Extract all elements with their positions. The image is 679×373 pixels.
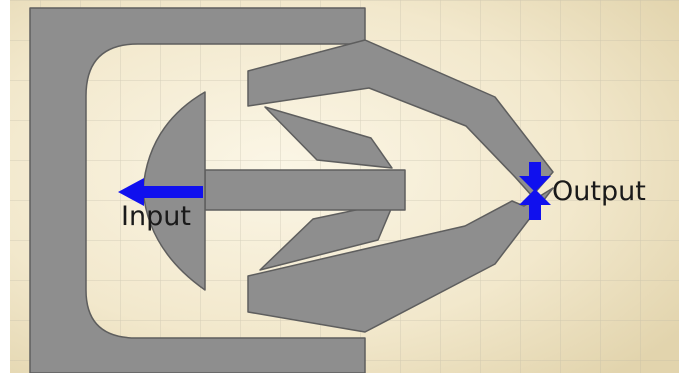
input-arrow bbox=[118, 178, 203, 206]
upper-arm bbox=[247, 39, 554, 197]
output-label: Output bbox=[552, 176, 646, 207]
left-margin bbox=[0, 0, 10, 373]
input-label: Input bbox=[121, 201, 191, 232]
c-frame bbox=[29, 7, 366, 373]
upper-inner-element bbox=[264, 106, 393, 169]
feed-line bbox=[204, 169, 406, 211]
output-port-arrows bbox=[519, 162, 551, 220]
